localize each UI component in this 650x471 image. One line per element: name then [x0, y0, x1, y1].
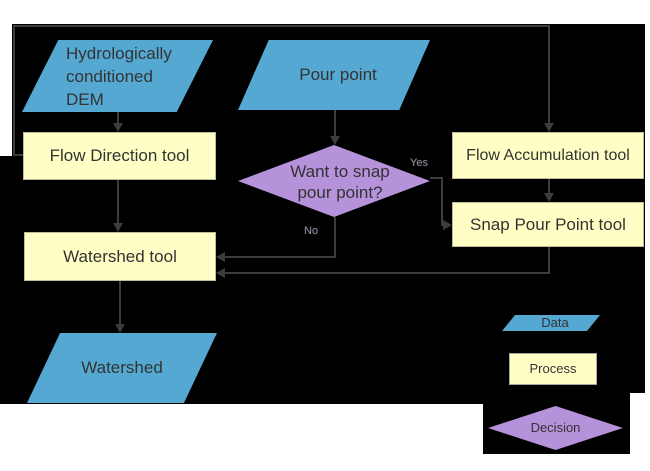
- edge-segment: [548, 25, 550, 123]
- edge-segment: [548, 179, 550, 195]
- arrowhead-left: [216, 268, 225, 278]
- arrowhead-down: [544, 123, 554, 132]
- node-watershed-shape: [27, 333, 217, 403]
- node-pour-point-label: Pour point: [299, 65, 377, 84]
- edge-segment: [334, 217, 336, 258]
- arrowhead-left: [216, 252, 225, 262]
- edge-segment: [119, 281, 121, 326]
- edge-label-no: No: [304, 225, 319, 237]
- edge-segment: [225, 256, 336, 258]
- edge-segment: [117, 180, 119, 225]
- legend-process-label: Process: [529, 361, 577, 376]
- node-pour-point-shape: [238, 40, 430, 110]
- node-snap-pour-point-label: Snap Pour Point tool: [470, 214, 626, 234]
- node-flow-direction-label: Flow Direction tool: [49, 146, 190, 165]
- edge-segment: [225, 272, 550, 274]
- edge-segment: [430, 177, 443, 179]
- legend-process-shape: [509, 353, 597, 385]
- node-flow-direction-shape: [23, 132, 216, 180]
- node-watershed-tool-label: Watershed tool: [63, 246, 177, 266]
- arrowhead-right: [443, 220, 452, 230]
- edge-segment: [117, 112, 119, 126]
- node-watershed-tool-shape: [24, 232, 216, 281]
- edge-segment: [13, 26, 15, 156]
- arrowhead-down: [113, 123, 123, 132]
- node-flow-accumulation-label: Flow Accumulation tool: [466, 146, 630, 164]
- node-dem-shape: [22, 40, 213, 112]
- legend-data-shape: [502, 315, 600, 331]
- arrowhead-down: [330, 136, 340, 145]
- arrowhead-down: [544, 193, 554, 202]
- arrowhead-down: [113, 223, 123, 232]
- edge-segment: [334, 110, 336, 138]
- node-flow-accumulation-shape: [452, 132, 644, 179]
- legend-decision-label: Decision: [530, 420, 581, 435]
- edge-segment: [548, 247, 550, 273]
- node-dem-label: Hydrologically conditioned DEM: [66, 43, 172, 109]
- arrowhead-down: [115, 324, 125, 333]
- legend-data-label: Data: [541, 315, 569, 330]
- edge-label-yes: Yes: [410, 157, 428, 169]
- node-decision-label: Want to snap pour point?: [290, 162, 390, 202]
- edge-segment: [441, 177, 443, 226]
- node-watershed-label: Watershed: [81, 358, 163, 377]
- node-snap-pour-point-shape: [452, 202, 644, 247]
- edge-segment: [14, 154, 24, 156]
- edge-segment: [13, 25, 550, 27]
